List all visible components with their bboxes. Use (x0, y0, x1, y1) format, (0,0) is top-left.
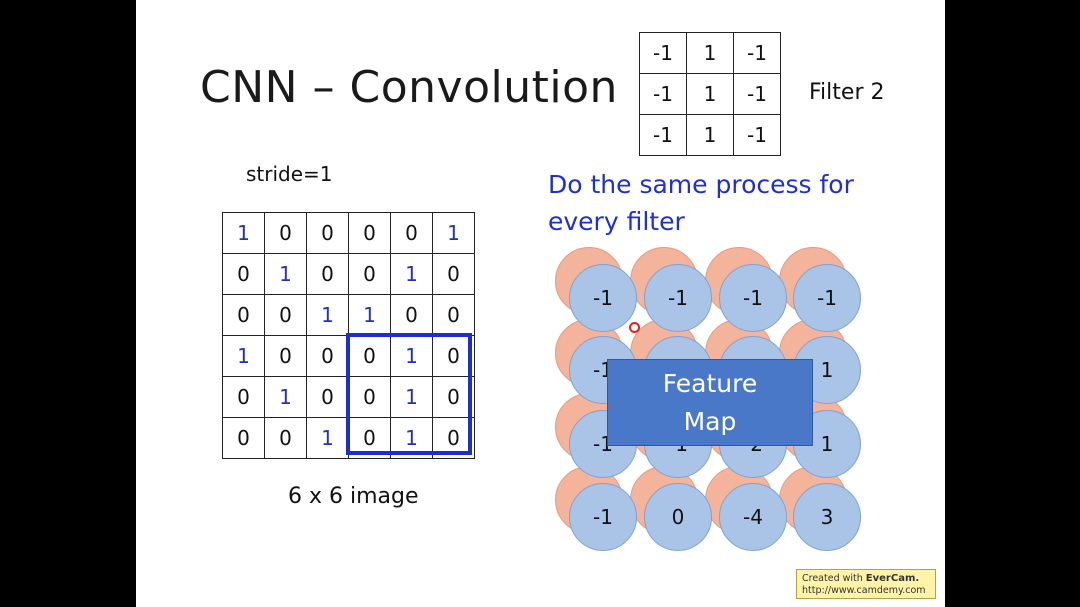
image-cell: 1 (222, 212, 265, 254)
image-cell: 1 (348, 294, 391, 336)
image-cell: 0 (432, 376, 475, 418)
image-label: 6 x 6 image (288, 484, 419, 509)
filter-cell: -1 (639, 32, 687, 74)
image-cell: 0 (306, 376, 349, 418)
slide: CNN – Convolution -1 1 -1 -1 1 -1 -1 1 -… (136, 0, 945, 607)
image-cell: 0 (432, 335, 475, 377)
image-cell: 0 (222, 294, 265, 336)
image-cell: 0 (264, 294, 307, 336)
process-text-line-1: Do the same process for (548, 170, 854, 199)
filter-cell: 1 (686, 32, 734, 74)
process-text: Do the same process for every filter (548, 166, 888, 240)
image-cell: 0 (222, 376, 265, 418)
image-cell: 0 (264, 212, 307, 254)
feature-value: -1 (569, 264, 637, 332)
process-text-line-2: every filter (548, 207, 685, 236)
image-cell: 1 (306, 294, 349, 336)
watermark-brand: EverCam. (865, 573, 920, 584)
image-cell: 0 (306, 212, 349, 254)
image-cell: 1 (306, 417, 349, 459)
image-cell: 0 (264, 417, 307, 459)
feature-value: -1 (644, 264, 712, 332)
image-cell: 0 (222, 417, 265, 459)
image-cell: 1 (264, 376, 307, 418)
filter-cell: -1 (733, 32, 781, 74)
filter-cell: -1 (733, 73, 781, 115)
watermark-prefix: Created with (802, 573, 866, 584)
image-cell: 1 (390, 253, 433, 295)
image-cell: 1 (222, 335, 265, 377)
image-cell: 1 (264, 253, 307, 295)
receptive-field-highlight (346, 333, 472, 455)
image-cell: 0 (390, 294, 433, 336)
image-cell: 0 (348, 253, 391, 295)
filter-cell: 1 (686, 73, 734, 115)
feature-value: 3 (793, 483, 861, 551)
feature-value: 0 (644, 483, 712, 551)
image-cell: 0 (306, 253, 349, 295)
feature-map-label-box: Feature Map (607, 359, 813, 446)
image-cell: 0 (222, 253, 265, 295)
feature-map-label-line-2: Map (683, 406, 737, 436)
image-cell: 0 (390, 212, 433, 254)
image-cell: 0 (432, 253, 475, 295)
filter-cell: 1 (686, 114, 734, 156)
filter-cell: -1 (733, 114, 781, 156)
filter-cell: -1 (639, 73, 687, 115)
feature-value: -4 (719, 483, 787, 551)
image-cell: 0 (264, 335, 307, 377)
image-cell: 0 (348, 212, 391, 254)
filter-label: Filter 2 (809, 80, 885, 105)
filter-matrix: -1 1 -1 -1 1 -1 -1 1 -1 (639, 32, 781, 156)
feature-value: -1 (569, 483, 637, 551)
image-cell: 0 (432, 294, 475, 336)
cursor-dot-icon (629, 322, 640, 333)
feature-value: -1 (719, 264, 787, 332)
image-cell: 0 (306, 335, 349, 377)
watermark-url: http://www.camdemy.com (802, 585, 926, 596)
watermark: Created with EverCam. http://www.camdemy… (796, 569, 936, 599)
slide-title: CNN – Convolution (200, 62, 618, 113)
stride-label: stride=1 (246, 162, 333, 186)
feature-value: -1 (793, 264, 861, 332)
watermark-line-1: Created with EverCam. (802, 573, 930, 585)
image-cell: 1 (432, 212, 475, 254)
filter-cell: -1 (639, 114, 687, 156)
feature-map-label-line-1: Feature (662, 368, 758, 398)
image-matrix: 1 0 0 0 0 1 0 1 0 0 1 0 0 0 1 1 0 0 1 0 … (222, 212, 475, 459)
